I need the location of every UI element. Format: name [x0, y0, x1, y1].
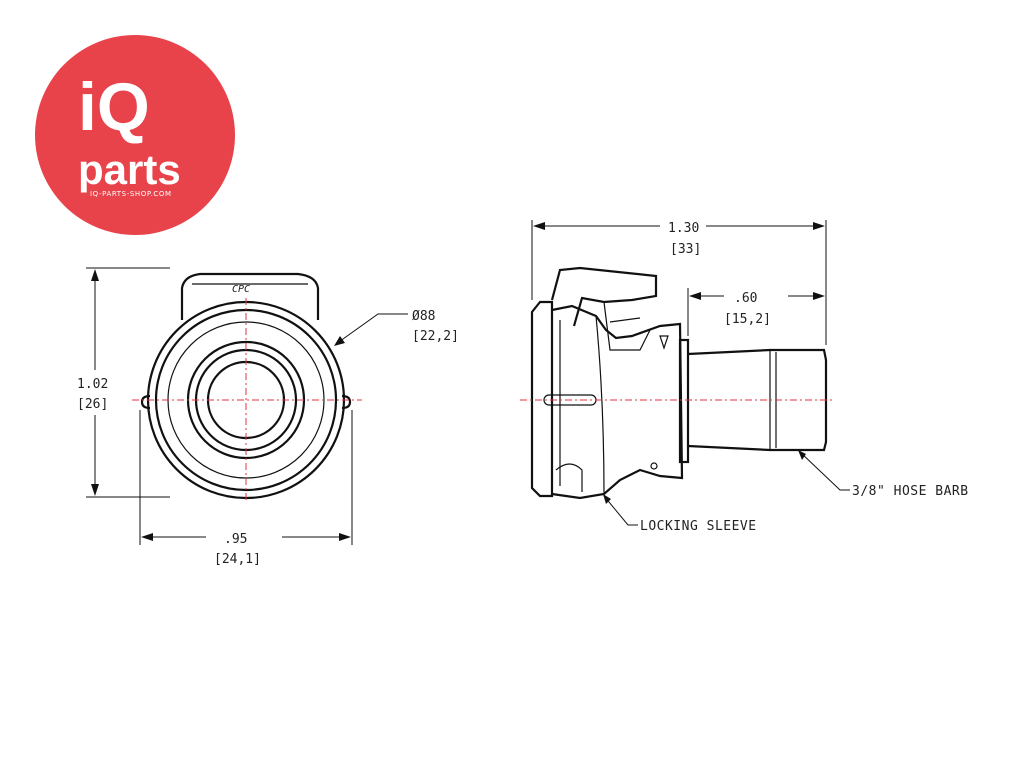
side-length-inch: 1.30 — [668, 221, 699, 236]
side-barb-length-mm: [15,2] — [724, 312, 771, 327]
side-view: 1.30 [33] .60 [15,2] 3/8" HOSE BARB LOCK… — [520, 220, 969, 534]
side-sleeve-label: LOCKING SLEEVE — [640, 519, 757, 534]
front-height-inch: 1.02 — [77, 377, 108, 392]
iq-parts-logo: iQ parts IQ-PARTS-SHOP.COM — [35, 35, 235, 235]
side-barb-leader — [799, 451, 850, 491]
front-embossed-mark: CPC — [232, 284, 250, 295]
logo-brand-top: iQ — [78, 69, 150, 145]
side-length-mm: [33] — [670, 242, 701, 257]
logo-brand-bottom: parts — [78, 146, 181, 193]
side-barb-length-inch: .60 — [734, 291, 757, 306]
side-latch — [550, 266, 658, 327]
logo-badge — [35, 35, 235, 235]
front-view: CPC 1.02 [26] .95 [24,1] — [77, 267, 459, 567]
side-hose-barb — [687, 348, 828, 452]
side-body — [551, 304, 684, 500]
side-flange — [530, 300, 554, 498]
logo-url: IQ-PARTS-SHOP.COM — [90, 190, 172, 198]
front-right-ear — [341, 394, 352, 410]
side-sleeve-leader — [603, 495, 638, 526]
front-diameter-mm: [22,2] — [412, 329, 459, 344]
front-height-mm: [26] — [77, 397, 108, 412]
front-width-inch: .95 — [224, 532, 247, 547]
front-left-ear — [140, 394, 151, 410]
front-diameter-inch: Ø88 — [412, 309, 435, 324]
front-width-mm: [24,1] — [214, 552, 261, 567]
side-barb-label: 3/8" HOSE BARB — [852, 484, 969, 499]
front-diameter-leader — [335, 313, 408, 345]
front-latch-head — [180, 272, 320, 320]
